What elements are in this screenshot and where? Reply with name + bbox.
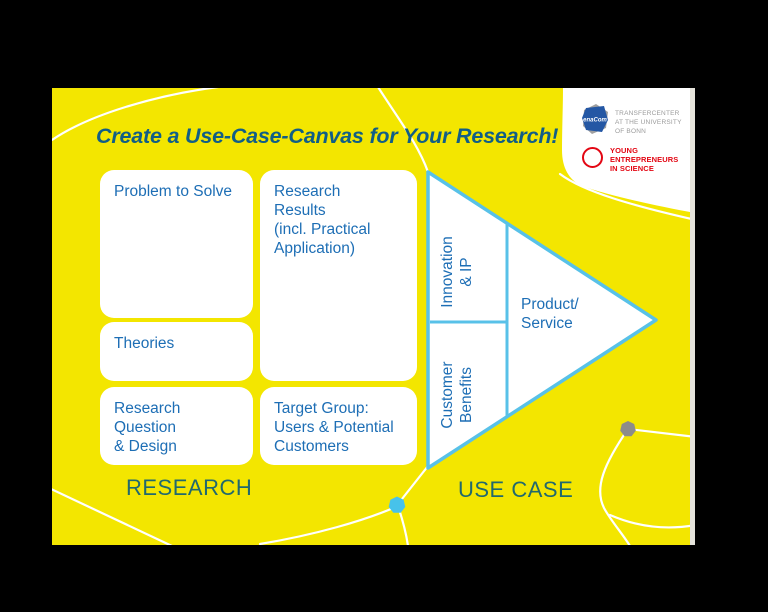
box-problem-label: Problem to Solve xyxy=(114,183,233,200)
enacom-logo-hexagon xyxy=(582,106,608,132)
network-line xyxy=(258,504,400,545)
young-entrepreneurs-ring-icon xyxy=(582,147,603,168)
box-research-question-design: Research Question & Design xyxy=(100,387,253,465)
page-title: Create a Use-Case-Canvas for Your Resear… xyxy=(96,124,559,148)
network-line xyxy=(558,172,695,221)
network-line xyxy=(608,513,695,529)
box-target-group: Target Group: Users & Potential Customer… xyxy=(260,387,417,465)
network-node-gray xyxy=(620,421,636,437)
network-line xyxy=(599,427,631,545)
box-problem-to-solve: Problem to Solve xyxy=(100,170,253,318)
triangle-label-innovation-ip: Innovation & IP xyxy=(439,236,476,308)
box-theories-label: Theories xyxy=(114,335,175,352)
box-theories: Theories xyxy=(100,322,253,381)
use-case-triangle xyxy=(426,170,658,470)
section-label-use-case: USE CASE xyxy=(458,477,574,502)
box-question-label: Research Question & Design xyxy=(114,400,181,455)
box-research-results: Research Results (incl. Practical Applic… xyxy=(260,170,417,381)
young-entrepreneurs-text: YOUNG ENTREPRENEURS IN SCIENCE xyxy=(610,146,679,173)
triangle-label-product-service: Product/ Service xyxy=(521,296,579,333)
network-node-blue xyxy=(388,496,406,513)
box-target-label: Target Group: Users & Potential Customer… xyxy=(274,400,394,455)
use-case-canvas: Create a Use-Case-Canvas for Your Resear… xyxy=(52,88,695,545)
triangle-outline xyxy=(426,170,658,470)
transfercenter-text: TRANSFERCENTER AT THE UNIVERSITY OF BONN xyxy=(615,110,682,135)
enacom-logo: enaCom xyxy=(582,104,608,134)
network-line xyxy=(52,88,219,142)
network-line xyxy=(626,427,695,438)
canvas-right-edge xyxy=(690,88,695,545)
section-label-research: RESEARCH xyxy=(126,475,253,500)
triangle-label-customer-benefits: Customer Benefits xyxy=(439,361,476,429)
enacom-logo-text: enaCom xyxy=(583,118,607,124)
network-line xyxy=(52,488,173,545)
box-results-label: Research Results (incl. Practical Applic… xyxy=(274,183,371,257)
